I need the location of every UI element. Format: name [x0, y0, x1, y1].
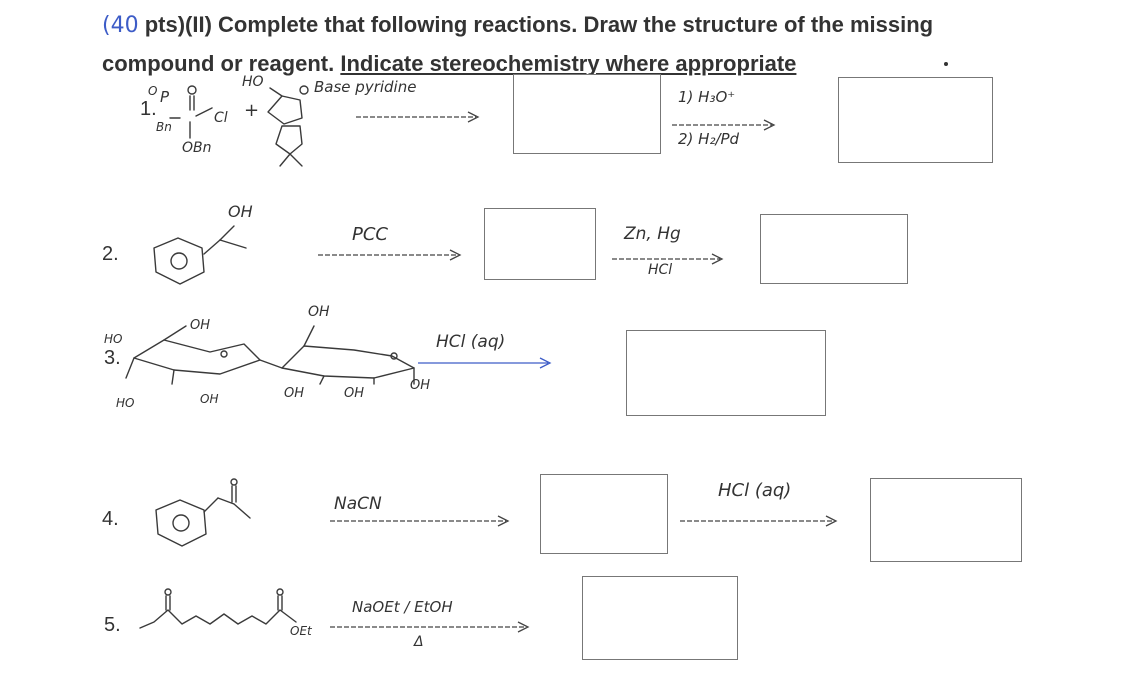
- reaction-2-substrate: [153, 225, 247, 285]
- pyranose-ring-2: [281, 345, 415, 379]
- c-methyl-bond: [219, 239, 247, 249]
- oh-f-label: OH: [410, 378, 431, 393]
- ch2-oh-bond: [269, 87, 283, 97]
- header-stereo-instruction: Indicate stereochemistry where appropria…: [340, 51, 797, 76]
- pyranose-ring-1: [133, 339, 261, 375]
- reaction-4-step2-conditions: HCl (aq): [718, 480, 792, 501]
- reaction-2-step2-line1: Zn, Hg: [624, 224, 681, 244]
- answer-box-2b[interactable]: [760, 214, 908, 284]
- reaction-4-conditions: NaCN: [334, 494, 382, 514]
- answer-box-1a[interactable]: [513, 74, 661, 154]
- reaction-3-number: 3.: [104, 347, 121, 369]
- oh-e-label: OH: [344, 386, 365, 401]
- ch2-bond: [203, 497, 219, 513]
- points-value: (40: [102, 13, 139, 38]
- carbon-chain: [139, 609, 297, 629]
- ho-bottom-label: HO: [116, 396, 135, 410]
- cl-label: Cl: [214, 110, 228, 126]
- answer-box-5[interactable]: [582, 576, 738, 660]
- reaction-4-arrow-2: [680, 515, 838, 527]
- oh-a-label: OH: [190, 318, 211, 333]
- ester-oxygen: [276, 588, 284, 596]
- benzene-ring-icon: [153, 237, 205, 285]
- carbonyl-oxygen: [230, 478, 238, 486]
- answer-box-1b[interactable]: [838, 77, 993, 163]
- reaction-4-substrate: [155, 478, 251, 547]
- reaction-3-conditions: HCl (aq): [436, 332, 506, 352]
- c-co-bond: [217, 497, 235, 505]
- ring-oxygen-1: [220, 350, 228, 358]
- ho-label: HO: [242, 74, 264, 90]
- c-oh-bond: [219, 225, 235, 241]
- reaction-1-reactants: [169, 85, 309, 167]
- answer-box-3[interactable]: [626, 330, 826, 416]
- heat-symbol: Δ: [414, 634, 424, 650]
- reaction-1-arrow-1: [356, 111, 480, 123]
- methyl-bond: [233, 503, 251, 519]
- oh-c-label: OH: [308, 304, 330, 320]
- ch2-bond: [203, 239, 221, 255]
- answer-box-4a[interactable]: [540, 474, 668, 554]
- methyl-a: [279, 153, 291, 167]
- benzene-ring-icon: [155, 499, 207, 547]
- oh-bond-2: [125, 357, 135, 379]
- answer-box-4b[interactable]: [870, 478, 1022, 562]
- oxo-atom: [187, 85, 197, 95]
- oet-label: OEt: [290, 624, 312, 638]
- reaction-2-step2-line2: HCl: [648, 262, 673, 278]
- ring-oxygen: [299, 85, 309, 95]
- furanose-ring: [267, 95, 303, 125]
- ketone-oxygen: [164, 588, 172, 596]
- stray-dot: [944, 62, 948, 66]
- reaction-3-arrow: [418, 357, 552, 369]
- reaction-1-number: 1.: [140, 98, 157, 120]
- reaction-5-substrate: [139, 588, 297, 629]
- reaction-2-number: 2.: [102, 243, 119, 265]
- header-line-2: compound or reagent. Indicate stereochem…: [102, 45, 1032, 83]
- header-line2-plain: compound or reagent.: [102, 51, 341, 76]
- assignment-header: (40 pts)(II) Complete that following rea…: [102, 6, 1032, 83]
- reaction-1-conditions: Base pyridine: [314, 78, 417, 96]
- reaction-5-arrow: [330, 621, 530, 633]
- reaction-4-arrow-1: [330, 515, 510, 527]
- aromatic-circle: [172, 514, 190, 532]
- reaction-1-arrow-2: [672, 119, 776, 131]
- ch2oh-2: [303, 325, 315, 347]
- ch2oh-1: [163, 325, 187, 341]
- acetonide-ring: [275, 125, 303, 155]
- plus-sign: +: [244, 100, 260, 121]
- reaction-2-arrow-2: [612, 253, 724, 265]
- reaction-1-step2-line2: 2) H₂/Pd: [678, 130, 740, 148]
- obn-label: OBn: [182, 140, 212, 156]
- glycosidic-bond: [259, 359, 283, 369]
- oh-d-label: OH: [284, 386, 305, 401]
- ring-oxygen-2: [390, 352, 398, 360]
- p-label: P: [160, 88, 170, 106]
- oh-bond-1: [171, 369, 175, 385]
- reaction-5-conditions: NaOEt / EtOH: [352, 598, 453, 616]
- ho-top-label: HO: [104, 332, 123, 346]
- reaction-2-arrow-1: [318, 249, 462, 261]
- answer-box-2a[interactable]: [484, 208, 596, 280]
- methyl-b: [289, 153, 303, 167]
- header-line-1: (40 pts)(II) Complete that following rea…: [102, 6, 1032, 45]
- reaction-4-number: 4.: [102, 508, 119, 530]
- reaction-2-conditions: PCC: [352, 224, 388, 245]
- reaction-3-disaccharide: [125, 325, 415, 385]
- oh-bond-3: [319, 375, 325, 385]
- p-cl-bond: [195, 107, 213, 117]
- reaction-1-step2-line1: 1) H₃O⁺: [678, 88, 736, 106]
- aromatic-circle: [170, 252, 188, 270]
- bn-o-label: O: [148, 84, 158, 98]
- header-title: pts)(II) Complete that following reactio…: [138, 12, 934, 37]
- oh-b-label: OH: [200, 392, 219, 406]
- bn-label: Bn: [156, 120, 172, 134]
- oh-label: OH: [228, 202, 253, 221]
- reaction-5-number: 5.: [104, 614, 121, 636]
